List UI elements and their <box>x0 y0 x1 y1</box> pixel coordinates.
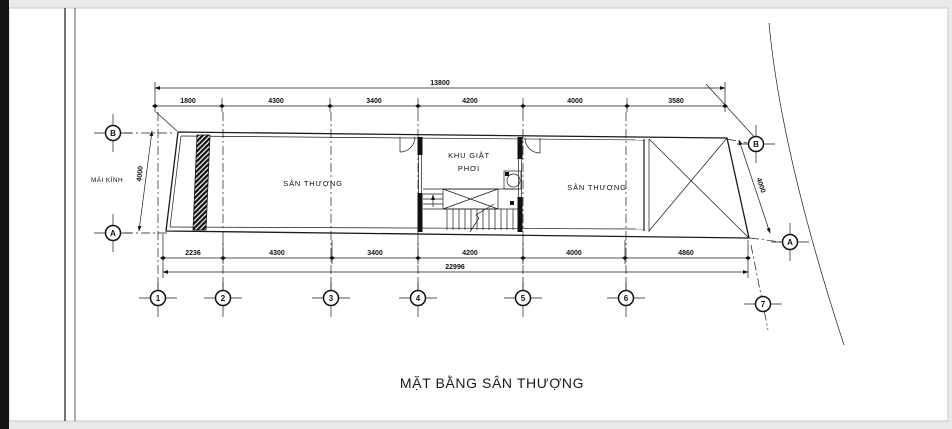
grid-bubble-row-B-right: B <box>737 125 775 163</box>
dim-left-height: 4000 <box>136 166 145 182</box>
svg-text:A: A <box>110 229 116 238</box>
dim-bot-seg-5: 4000 <box>566 250 582 257</box>
dim-top-seg-2: 4300 <box>268 98 284 105</box>
grid-bubble-4: 4 <box>399 279 437 317</box>
label-mai-kinh: MÁI KÍNH <box>91 175 123 184</box>
svg-text:5: 5 <box>521 294 526 303</box>
svg-text:4: 4 <box>416 294 421 303</box>
grid-bubbles-columns: 1 2 3 4 5 6 7 <box>139 279 782 317</box>
grid-bubble-7: 7 <box>744 295 782 313</box>
svg-text:B: B <box>753 140 759 149</box>
open-terrace-bracing <box>648 137 750 239</box>
label-laundry-2: PHƠI <box>458 164 480 173</box>
stair-break-line <box>469 203 495 233</box>
svg-text:6: 6 <box>624 294 629 303</box>
grid-bubble-5: 5 <box>504 279 542 317</box>
grid-bubble-row-A-right: A <box>771 223 809 261</box>
title-block-border <box>64 8 76 421</box>
dim-top-total: 13800 <box>430 80 450 87</box>
dim-right-height: 4000 <box>755 177 767 194</box>
svg-text:7: 7 <box>761 300 766 309</box>
grid-bubble-row-A-left: A <box>94 214 132 252</box>
dim-bot-seg-1: 2236 <box>185 250 201 257</box>
room-labels: MÁI KÍNH SÂN THƯỢNG KHU GIẶT PHƠI SÂN TH… <box>91 151 626 192</box>
top-dimensions: 13800 1800 4300 3400 4200 4000 3580 <box>152 80 759 142</box>
grid-bubble-3: 3 <box>312 279 350 317</box>
mai-kinh-hatch <box>192 134 211 231</box>
grid-bubble-1: 1 <box>139 279 177 317</box>
svg-text:1: 1 <box>156 294 161 303</box>
dim-top-seg-3: 3400 <box>366 98 382 105</box>
drawing-title: MẶT BẰNG SÂN THƯỢNG <box>400 374 584 391</box>
svg-text:3: 3 <box>329 294 334 303</box>
label-terrace-left: SÂN THƯỢNG <box>283 179 342 188</box>
dim-bot-seg-6: 4860 <box>678 250 694 257</box>
dim-top-seg-1: 1800 <box>180 98 196 105</box>
grid-bubbles-rows: B A B A <box>94 114 809 261</box>
dim-bot-seg-4: 4200 <box>462 250 478 257</box>
left-height-dimension: 4000 <box>136 130 154 232</box>
site-boundary-line <box>768 22 845 346</box>
grid-bubble-6: 6 <box>607 279 645 317</box>
grid-bubble-row-B-left: B <box>94 114 132 152</box>
dim-top-seg-6: 3580 <box>668 98 684 105</box>
label-terrace-right: SÂN THƯỢNG <box>567 183 626 192</box>
dim-bot-seg-2: 4300 <box>269 250 285 257</box>
stair-core <box>399 136 541 233</box>
svg-text:A: A <box>787 238 793 247</box>
label-laundry-1: KHU GIẶT <box>448 151 490 160</box>
grid-bubble-2: 2 <box>204 279 242 317</box>
right-height-dimension: 4000 <box>738 139 771 234</box>
left-binding-bar <box>0 0 9 429</box>
door-swing-left-icon <box>399 136 416 153</box>
svg-text:B: B <box>110 129 116 138</box>
staircase <box>423 188 521 233</box>
svg-text:2: 2 <box>221 294 226 303</box>
building-outline <box>165 131 750 239</box>
dim-top-seg-4: 4200 <box>462 98 478 105</box>
dim-top-seg-5: 4000 <box>567 98 583 105</box>
door-swing-right-icon <box>524 137 541 154</box>
bottom-dimensions: 2236 4300 3400 4200 4000 4860 22996 <box>160 234 751 278</box>
dim-bot-seg-3: 3400 <box>367 250 383 257</box>
dim-bottom-total: 22996 <box>445 264 465 271</box>
